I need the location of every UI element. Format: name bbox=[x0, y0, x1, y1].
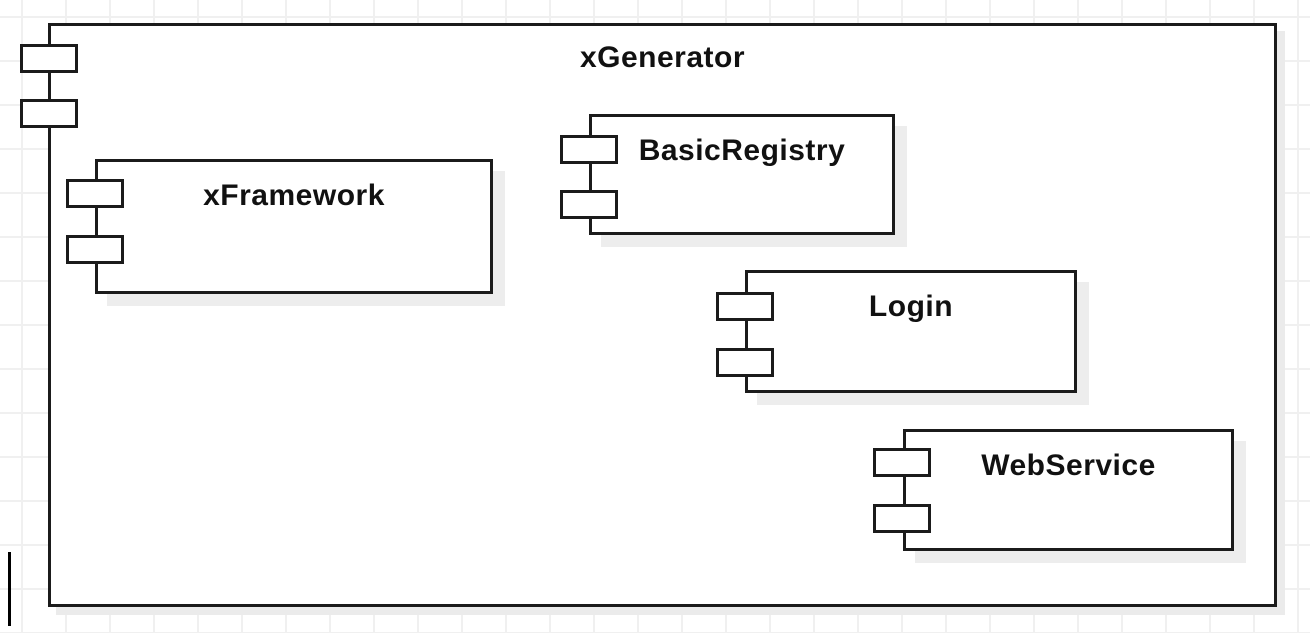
component-tab-icon bbox=[66, 179, 124, 208]
component-label-login: Login bbox=[868, 290, 954, 323]
component-tab-icon bbox=[560, 190, 618, 219]
component-label-basicregistry: BasicRegistry bbox=[638, 134, 846, 167]
component-label-webservice: WebService bbox=[981, 449, 1156, 482]
component-label-xgenerator: xGenerator bbox=[579, 41, 746, 74]
component-tab-icon bbox=[560, 135, 618, 164]
component-tab-icon bbox=[20, 99, 78, 128]
component-label-xframework: xFramework bbox=[203, 179, 385, 212]
component-tab-icon bbox=[716, 292, 774, 321]
component-tab-icon bbox=[873, 504, 931, 533]
uml-component-xframework[interactable]: xFramework bbox=[95, 159, 493, 294]
component-tab-icon bbox=[20, 44, 78, 73]
component-tab-icon bbox=[873, 448, 931, 477]
component-tab-icon bbox=[716, 348, 774, 377]
component-tab-icon bbox=[66, 235, 124, 264]
uml-component-basicregistry[interactable]: BasicRegistry bbox=[589, 114, 895, 235]
uml-component-login[interactable]: Login bbox=[745, 270, 1077, 393]
canvas-edge-mark bbox=[8, 552, 11, 626]
uml-component-webservice[interactable]: WebService bbox=[903, 429, 1234, 551]
